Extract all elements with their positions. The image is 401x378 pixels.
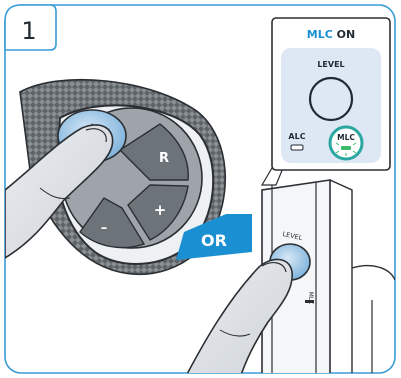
remote-r-label: R [159,151,169,166]
callout-level-label: LEVEL [317,60,344,69]
callout-title: MLC ON [307,28,355,41]
alc-led-icon [291,145,303,150]
callout-title-rest: ON [333,28,355,41]
callout-level-button [310,78,352,120]
remote-minus-label: – [101,221,108,236]
callout-mlc-label: MLC [337,133,355,142]
step-number: 1 [21,17,36,45]
callout-title-accent: MLC [307,28,333,41]
callout: MLC ON LEVEL ALC MLC [262,18,390,185]
remote-plus-label: + [154,201,167,219]
device-mlc-label: MLC [307,292,314,305]
step-badge: 1 [5,5,56,50]
or-label: OR [201,231,227,250]
callout-alc-label: ALC [288,132,305,141]
